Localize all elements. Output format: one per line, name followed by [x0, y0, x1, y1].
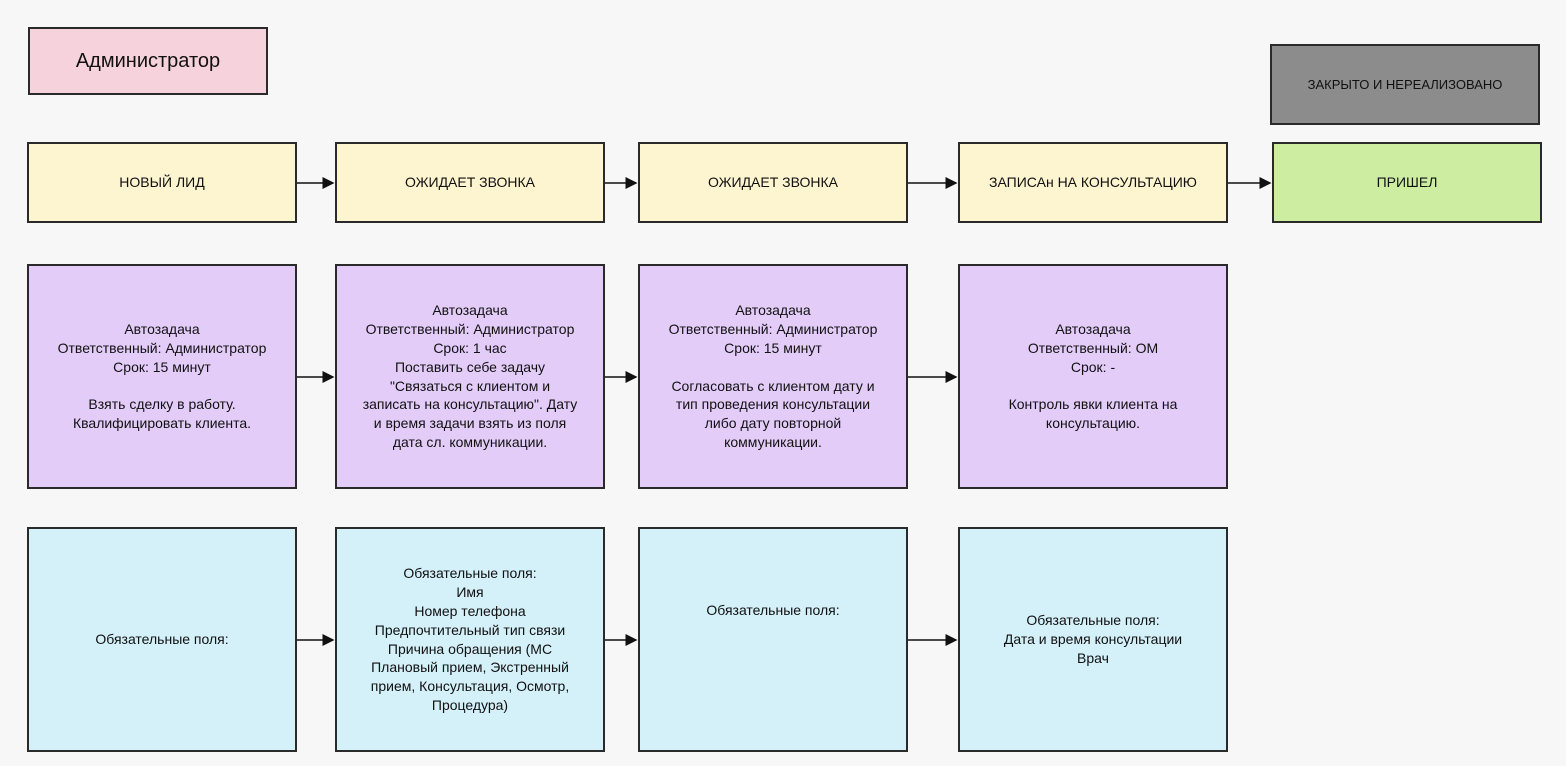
autotask-2[interactable]: Автозадача Ответственный: Администратор … [335, 264, 605, 489]
stage-label: ОЖИДАЕТ ЗВОНКА [405, 174, 535, 191]
autotask-text: Автозадача Ответственный: Администратор … [668, 301, 878, 451]
stage-closed-label: ЗАКРЫТО И НЕРЕАЛИЗОВАНО [1307, 76, 1503, 92]
stage-closed-unrealized[interactable]: ЗАКРЫТО И НЕРЕАЛИЗОВАНО [1270, 44, 1540, 125]
required-fields-4[interactable]: Обязательные поля: Дата и время консульт… [958, 527, 1228, 752]
autotask-4[interactable]: Автозадача Ответственный: ОМ Срок: - Кон… [958, 264, 1228, 489]
stage-booked-consultation[interactable]: ЗАПИСАн НА КОНСУЛЬТАЦИЮ [958, 142, 1228, 223]
stage-arrived[interactable]: ПРИШЕЛ [1272, 142, 1542, 223]
required-fields-2[interactable]: Обязательные поля: Имя Номер телефона Пр… [335, 527, 605, 752]
required-fields-text: Обязательные поля: Дата и время консульт… [1003, 612, 1183, 666]
autotask-text: Автозадача Ответственный: Администратор … [57, 320, 267, 432]
stage-label: НОВЫЙ ЛИД [119, 174, 205, 191]
autotask-text: Автозадача Ответственный: ОМ Срок: - Кон… [1008, 320, 1178, 432]
role-box: Администратор [28, 27, 268, 95]
required-fields-text: Обязательные поля: [95, 631, 229, 648]
required-fields-3[interactable]: Обязательные поля: [638, 527, 908, 752]
required-fields-1[interactable]: Обязательные поля: [27, 527, 297, 752]
stage-label: ЗАПИСАн НА КОНСУЛЬТАЦИЮ [989, 174, 1197, 191]
stage-awaiting-call-2[interactable]: ОЖИДАЕТ ЗВОНКА [638, 142, 908, 223]
stage-new-lead[interactable]: НОВЫЙ ЛИД [27, 142, 297, 223]
stage-label: ПРИШЕЛ [1376, 174, 1438, 191]
autotask-1[interactable]: Автозадача Ответственный: Администратор … [27, 264, 297, 489]
autotask-text: Автозадача Ответственный: Администратор … [362, 301, 578, 451]
stage-awaiting-call-1[interactable]: ОЖИДАЕТ ЗВОНКА [335, 142, 605, 223]
role-label: Администратор [75, 49, 221, 72]
stage-label: ОЖИДАЕТ ЗВОНКА [708, 174, 838, 191]
required-fields-text: Обязательные поля: Имя Номер телефона Пр… [370, 564, 570, 714]
autotask-3[interactable]: Автозадача Ответственный: Администратор … [638, 264, 908, 489]
required-fields-text: Обязательные поля: [706, 602, 840, 618]
